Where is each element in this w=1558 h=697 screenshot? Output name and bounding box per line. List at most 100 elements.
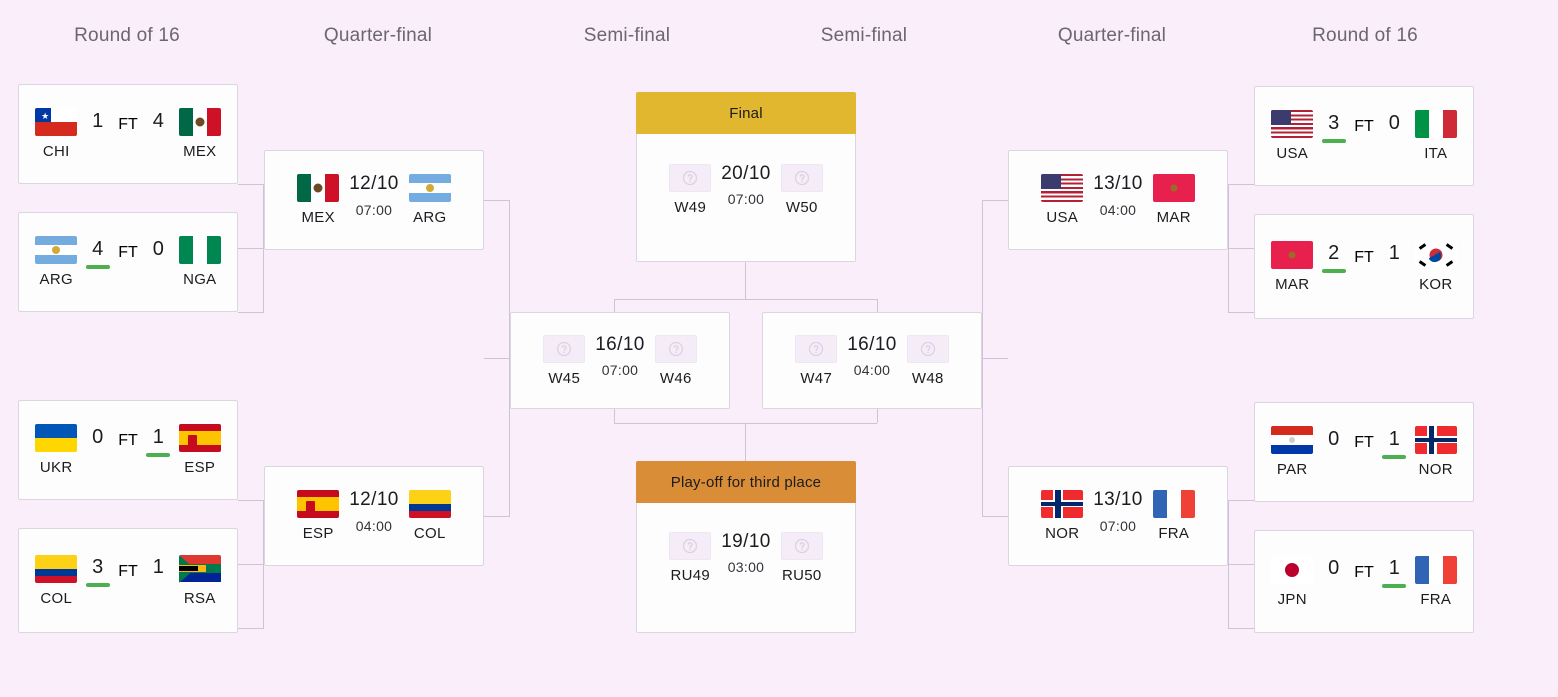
match-card-qf-esp-col[interactable]: ESP 12/10 04:00 COL: [264, 466, 484, 566]
team-code: NOR: [1418, 461, 1453, 478]
team-code: COL: [40, 589, 73, 607]
team-code: JPN: [1277, 590, 1307, 608]
team-away: FRA: [1143, 490, 1205, 542]
match-card-r16-mar-kor[interactable]: MAR 2 FT 1: [1254, 214, 1474, 319]
team-away: ARG: [399, 174, 461, 226]
flag-chi: ★: [35, 108, 78, 136]
team-away: COL: [399, 490, 461, 542]
match-card-r16-col-rsa[interactable]: COL 3 FT 1: [18, 528, 238, 633]
connector: [1228, 184, 1254, 185]
match-time: 07:00: [727, 191, 765, 208]
connector: [238, 184, 264, 185]
connector: [238, 500, 264, 501]
team-code: ITA: [1424, 145, 1448, 162]
match-time: 04:00: [853, 362, 891, 379]
team-home: PAR: [1261, 426, 1323, 478]
team-away: RSA: [169, 554, 231, 607]
team-code: ESP: [184, 459, 216, 476]
match-card-third-place[interactable]: Play-off for third place RU49 19/10 03:0…: [636, 461, 856, 633]
flag-rsa: [178, 554, 221, 583]
flag-kor: [1414, 240, 1457, 269]
team-away: W48: [897, 334, 959, 387]
away-score: 1: [1388, 428, 1401, 459]
third-place-title: Play-off for third place: [636, 461, 856, 503]
team-away: MAR: [1143, 174, 1205, 226]
connector: [614, 299, 615, 313]
connector: [982, 358, 1008, 359]
match-card-qf-nor-fra[interactable]: NOR 13/10 07:00 FRA: [1008, 466, 1228, 566]
match-card-qf-mex-arg[interactable]: MEX 12/10 07:00 ARG: [264, 150, 484, 250]
flag-ita: [1414, 110, 1457, 138]
team-code: W46: [659, 369, 692, 387]
match-card-qf-usa-mar[interactable]: USA 13/10 04:00 MAR: [1008, 150, 1228, 250]
home-score: 2: [1327, 242, 1340, 273]
match-date: 20/10: [721, 162, 771, 184]
match-date: 13/10: [1093, 173, 1143, 194]
flag-esp: [178, 424, 221, 452]
match-card-r16-par-nor[interactable]: PAR 0 FT 1 NOR: [1254, 402, 1474, 502]
team-away: ESP: [169, 424, 231, 476]
tbd-flag-icon: [780, 531, 823, 560]
connector: [1228, 500, 1254, 501]
home-score: 0: [92, 425, 104, 448]
team-code: W49: [674, 198, 707, 216]
connector: [1228, 628, 1254, 629]
flag-nga: [178, 236, 221, 264]
match-schedule: 13/10 07:00: [1093, 489, 1143, 534]
connector: [238, 312, 264, 313]
match-schedule: 13/10 04:00: [1093, 173, 1143, 218]
match-card-r16-ukr-esp[interactable]: UKR 0 FT 1 ESP: [18, 400, 238, 500]
flag-mar: [1271, 240, 1314, 269]
flag-col: [35, 554, 78, 583]
connector: [982, 516, 1008, 517]
match-card-sf-left[interactable]: W45 16/10 07:00 W46: [510, 312, 730, 409]
tbd-flag-icon: [669, 163, 712, 192]
team-home: UKR: [25, 424, 87, 476]
match-card-final[interactable]: Final W49 20/10 07:00: [636, 92, 856, 262]
team-code: FRA: [1420, 590, 1452, 608]
flag-ukr: [35, 424, 78, 452]
match-time: 07:00: [601, 362, 639, 379]
home-score: 4: [91, 238, 104, 269]
match-status: FT: [118, 432, 138, 449]
match-card-r16-chi-mex[interactable]: ★ CHI 1 FT 4 MEX: [18, 84, 238, 184]
score-box: 0 FT 1: [87, 424, 169, 458]
score-box: 1 FT 4: [87, 108, 169, 142]
home-score: 3: [91, 556, 104, 587]
match-status: FT: [118, 244, 138, 261]
match-card-r16-arg-nga[interactable]: ARG 4 FT 0 NGA: [18, 212, 238, 312]
match-card-r16-jpn-fra[interactable]: JPN 0 FT 1 FRA: [1254, 530, 1474, 633]
away-score: 4: [152, 109, 164, 132]
team-code: NGA: [183, 271, 217, 288]
team-code: USA: [1276, 145, 1309, 162]
match-card-r16-usa-ita[interactable]: USA 3 FT 0 ITA: [1254, 86, 1474, 186]
match-time: 03:00: [727, 559, 765, 576]
team-home: JPN: [1261, 555, 1323, 608]
team-code: PAR: [1276, 461, 1308, 478]
team-home: MAR: [1261, 240, 1323, 293]
team-away: KOR: [1405, 240, 1467, 293]
tbd-flag-icon: [795, 334, 838, 363]
tbd-flag-icon: [906, 334, 949, 363]
home-score: 0: [1328, 557, 1340, 579]
flag-nor: [1414, 426, 1457, 454]
score-box: 4 FT 0: [87, 236, 169, 270]
round-header-semi-final-right: Semi-final: [820, 25, 908, 46]
match-card-sf-right[interactable]: W47 16/10 04:00 W48: [762, 312, 982, 409]
match-date: 13/10: [1093, 489, 1143, 510]
match-status: FT: [1354, 563, 1374, 581]
connector: [745, 423, 746, 461]
tbd-flag-icon: [780, 163, 823, 192]
team-away: W50: [771, 163, 833, 216]
flag-usa: [1041, 174, 1084, 202]
team-code: MAR: [1156, 209, 1191, 226]
team-code: MAR: [1275, 275, 1310, 293]
tbd-flag-icon: [654, 334, 697, 363]
score-box: 3 FT 1: [87, 555, 169, 589]
away-score: 1: [1388, 557, 1401, 588]
team-code: W47: [800, 369, 833, 387]
score-box: 0 FT 1: [1323, 556, 1405, 590]
round-header-semi-final-left: Semi-final: [583, 25, 671, 46]
connector: [1228, 248, 1254, 249]
